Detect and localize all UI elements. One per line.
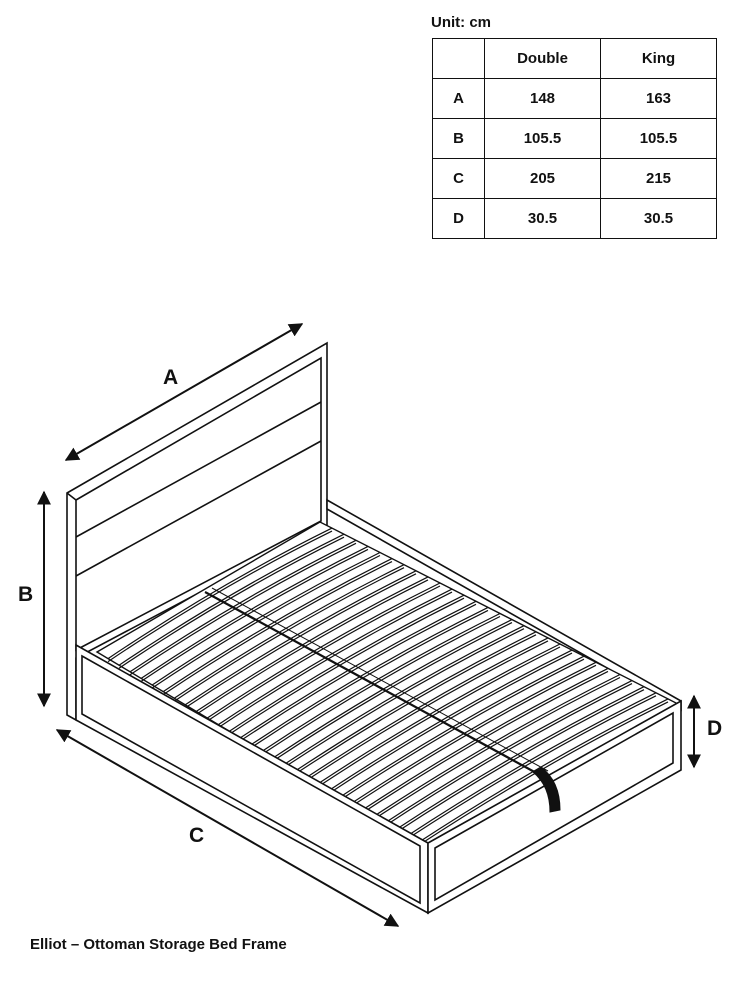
cell-king: 105.5 bbox=[600, 118, 717, 159]
slat bbox=[140, 545, 369, 679]
table-row: D 30.5 30.5 bbox=[432, 198, 717, 239]
header-double: Double bbox=[484, 38, 601, 79]
slat bbox=[240, 600, 477, 739]
cell-king: 215 bbox=[600, 158, 717, 199]
slat bbox=[394, 686, 645, 831]
slat bbox=[394, 689, 645, 834]
slat bbox=[207, 582, 441, 719]
table-row: B 105.5 105.5 bbox=[432, 118, 717, 159]
dimensions-table: Double King A 148 163 B 105.5 105.5 C 20… bbox=[432, 38, 717, 239]
slat bbox=[151, 551, 381, 686]
slat bbox=[383, 680, 633, 825]
dimension-arrow-a bbox=[64, 323, 304, 461]
slat bbox=[118, 536, 345, 669]
caption: Elliot – Ottoman Storage Bed Frame bbox=[30, 936, 287, 953]
slat bbox=[107, 527, 333, 660]
cell-king: 30.5 bbox=[600, 198, 717, 239]
table-header-row: Double King bbox=[432, 38, 717, 79]
slat bbox=[162, 561, 393, 696]
cell-king: 163 bbox=[600, 78, 717, 119]
slat bbox=[218, 588, 453, 726]
slat bbox=[184, 570, 417, 706]
lift-strap bbox=[532, 766, 561, 813]
slat bbox=[162, 558, 393, 693]
slat bbox=[405, 695, 657, 841]
slat bbox=[151, 554, 381, 689]
dimension-label-d: D bbox=[707, 717, 722, 740]
row-label: B bbox=[432, 118, 485, 159]
slat bbox=[195, 576, 429, 712]
slat bbox=[173, 564, 405, 699]
slat bbox=[405, 692, 657, 838]
cell-double: 30.5 bbox=[484, 198, 601, 239]
slat bbox=[229, 594, 465, 732]
slat bbox=[118, 533, 345, 666]
dimension-arrow-c bbox=[55, 729, 400, 927]
slat bbox=[129, 542, 357, 676]
dimension-label-b: B bbox=[18, 583, 33, 606]
cell-double: 105.5 bbox=[484, 118, 601, 159]
slat bbox=[383, 683, 633, 828]
slat bbox=[140, 548, 369, 682]
header-corner-cell bbox=[432, 38, 485, 79]
unit-label: Unit: cm bbox=[431, 14, 491, 31]
slat bbox=[107, 530, 333, 663]
slat bbox=[372, 673, 621, 818]
slat bbox=[372, 676, 621, 821]
cell-double: 205 bbox=[484, 158, 601, 199]
row-label: D bbox=[432, 198, 485, 239]
table-row: C 205 215 bbox=[432, 158, 717, 199]
dimension-label-a: A bbox=[163, 366, 178, 389]
table-row: A 148 163 bbox=[432, 78, 717, 119]
slat bbox=[251, 606, 489, 745]
slat bbox=[416, 698, 669, 844]
row-label: A bbox=[432, 78, 485, 119]
dimension-label-c: C bbox=[189, 824, 204, 847]
slat bbox=[129, 539, 357, 673]
cell-double: 148 bbox=[484, 78, 601, 119]
